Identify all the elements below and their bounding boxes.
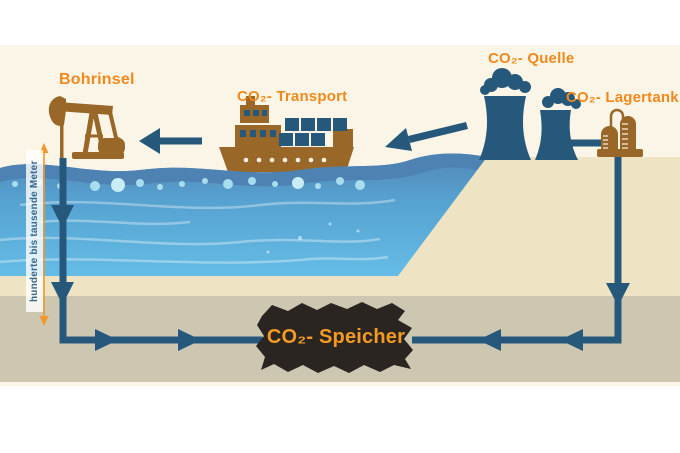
smoke-cloud-icon xyxy=(480,68,581,109)
pipe-right-arrow-1 xyxy=(95,329,118,351)
power-plant-icon xyxy=(479,68,581,160)
transport-arrow-source-to-ship xyxy=(385,122,468,151)
pipe-tank-to-storage xyxy=(412,139,630,351)
label-co2-quelle: CO₂- Quelle xyxy=(488,50,575,67)
label-co2-speicher: CO₂- Speicher xyxy=(266,326,406,348)
oil-pump-icon xyxy=(48,96,125,162)
label-co2-transport: CO₂- Transport xyxy=(237,88,348,105)
transport-arrow-ship-to-rig xyxy=(139,128,202,154)
pipe-down-arrow-3 xyxy=(606,283,630,306)
sea-water xyxy=(0,153,487,276)
label-co2-lagertank: CO₂- Lagertank xyxy=(566,89,679,106)
label-bohrinsel: Bohrinsel xyxy=(59,71,135,88)
storage-tank-icon xyxy=(597,108,643,157)
beach xyxy=(0,157,680,296)
pipe-down-arrow-1 xyxy=(51,205,74,228)
tank-ladder xyxy=(603,123,628,149)
pipe-rig-to-storage xyxy=(51,158,263,351)
pipe-down-arrow-2 xyxy=(51,282,74,305)
ship-icon xyxy=(219,96,354,172)
pipe-left-arrow-2 xyxy=(478,329,501,351)
pipe-left-arrow-1 xyxy=(560,329,583,351)
ship-portholes xyxy=(243,157,327,163)
label-depth-scale: hunderte bis tausende Meter xyxy=(26,150,43,312)
pipe-right-arrow-2 xyxy=(178,329,201,351)
co2-storage-blob xyxy=(256,302,413,373)
